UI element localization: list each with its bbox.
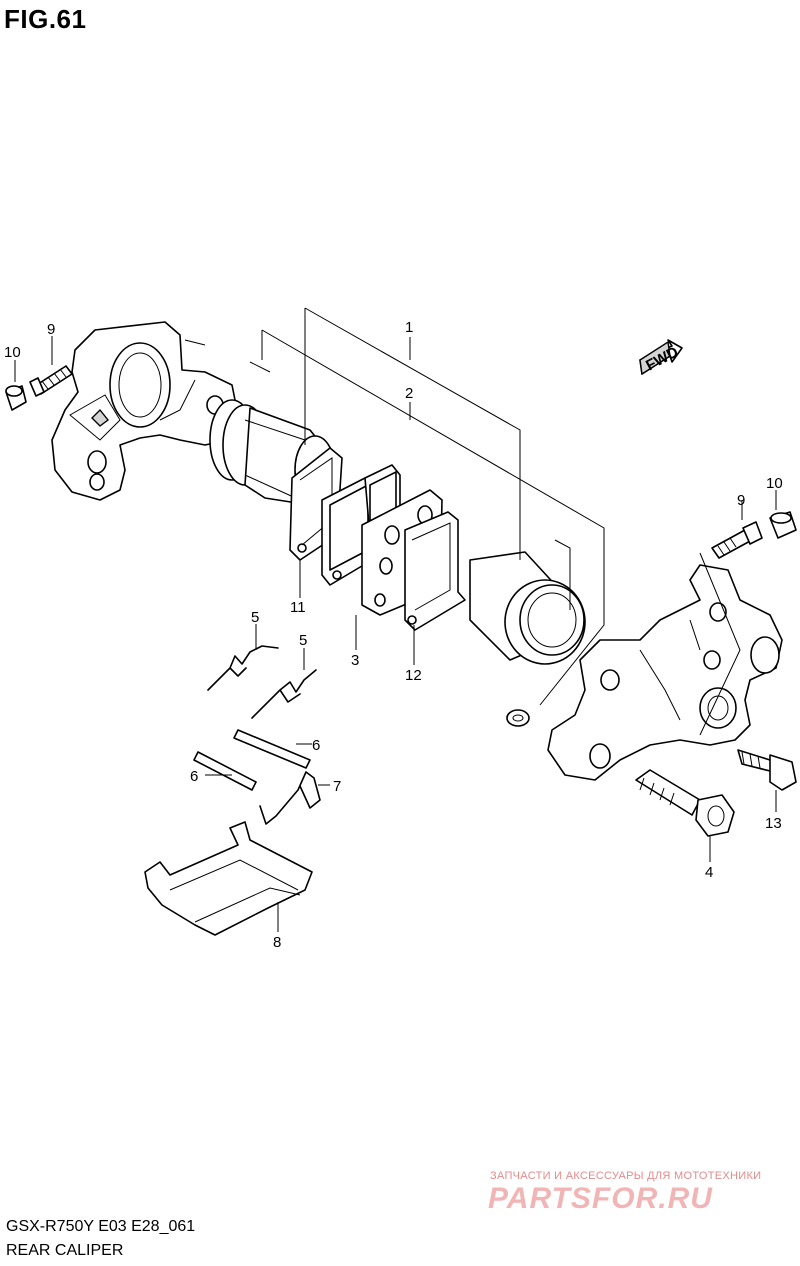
fwd-arrow-icon: FWD — [639, 339, 683, 376]
callout-3: 3 — [351, 652, 359, 669]
callout-10-right: 10 — [766, 475, 783, 492]
bleeder-cap-right — [769, 511, 797, 539]
pad-pin-6a — [233, 729, 311, 769]
bolt-4 — [635, 769, 735, 837]
pad-shim-12 — [404, 511, 466, 631]
callout-6b: 6 — [190, 768, 198, 785]
leader-lines — [14, 307, 777, 932]
callout-10-left: 10 — [4, 344, 21, 361]
callout-5a: 5 — [251, 609, 259, 626]
bolt-13 — [737, 749, 797, 791]
piston-seal-set-right — [469, 551, 586, 727]
callout-6a: 6 — [312, 737, 320, 754]
callout-11: 11 — [290, 599, 306, 616]
callout-5b: 5 — [299, 632, 307, 649]
callout-9-left: 9 — [47, 321, 55, 338]
callout-9-right: 9 — [737, 492, 745, 509]
right-caliper-body — [547, 564, 783, 781]
callout-12: 12 — [405, 667, 422, 684]
pad-spring-5a — [207, 645, 279, 691]
pad-spring-5b — [251, 669, 317, 719]
callout-1: 1 — [405, 319, 413, 336]
figure-title: FIG.61 — [4, 4, 87, 34]
callout-8: 8 — [273, 934, 281, 951]
pad-pin-6b — [193, 751, 257, 791]
bleeder-cap-left — [5, 385, 27, 411]
diagram-code: GSX-R750Y E03 E28_061 — [6, 1218, 196, 1235]
watermark-logo: PARTSFOR.RU — [488, 1182, 713, 1215]
bleeder-screw-left — [29, 365, 73, 397]
pin-clip-7 — [259, 771, 321, 825]
caliper-pad-cover-8 — [144, 821, 313, 936]
diagram-name: REAR CALIPER — [6, 1242, 124, 1259]
watermark-tagline: ЗАПЧАСТИ И АКСЕССУАРЫ ДЛЯ МОТОТЕХНИКИ — [490, 1170, 762, 1182]
left-caliper-body — [51, 321, 239, 501]
callout-7: 7 — [333, 778, 341, 795]
bleeder-screw-right — [711, 521, 763, 559]
callout-4: 4 — [705, 864, 713, 881]
callout-13: 13 — [765, 815, 782, 832]
callout-2: 2 — [405, 385, 413, 402]
